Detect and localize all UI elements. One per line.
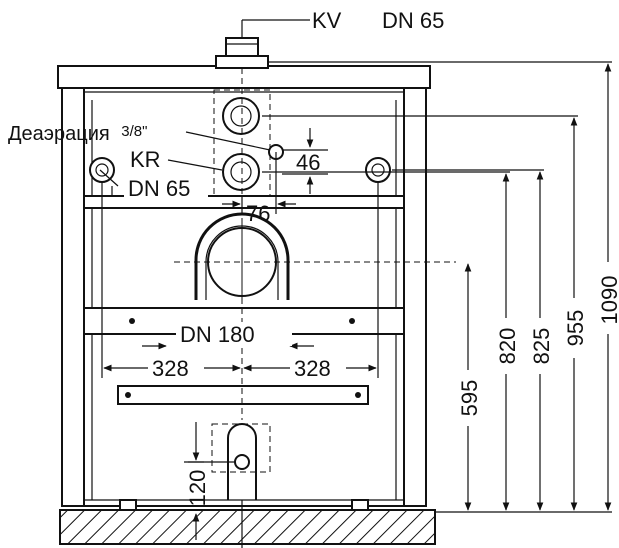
manifold bbox=[213, 89, 284, 197]
dim-76: 76 bbox=[222, 152, 296, 226]
deaeration-word: Деаэрация bbox=[8, 123, 110, 145]
bottom-drain bbox=[184, 423, 271, 548]
left-side-connector bbox=[89, 157, 115, 183]
kv-label: KV bbox=[312, 8, 342, 33]
kr-label: KR bbox=[130, 147, 161, 172]
dim-820: 820 bbox=[495, 173, 520, 511]
dim-955-text: 955 bbox=[563, 310, 588, 347]
dim-120-text: 120 bbox=[185, 470, 210, 507]
dim-46-text: 46 bbox=[296, 150, 320, 175]
dim-820-text: 820 bbox=[495, 328, 520, 365]
dim-1090-text: 1090 bbox=[597, 276, 619, 325]
dim-76-text: 76 bbox=[246, 201, 270, 226]
dim-328-right-text: 328 bbox=[294, 356, 331, 381]
dim-825: 825 bbox=[529, 171, 554, 511]
lower-crossbar bbox=[117, 385, 369, 405]
dn-left-label: DN 65 bbox=[128, 176, 190, 201]
dim-328-left-text: 328 bbox=[152, 356, 189, 381]
dn-top-label: DN 65 bbox=[382, 8, 444, 33]
dim-120: 120 bbox=[185, 422, 210, 540]
deaeration-label: Деаэрация 3/8" bbox=[8, 123, 147, 145]
floor-base bbox=[59, 509, 436, 545]
reference-lines bbox=[262, 61, 612, 513]
dim-328-right: 328 bbox=[243, 182, 379, 381]
deaeration-size: 3/8" bbox=[121, 123, 147, 140]
dim-46: 46 bbox=[282, 128, 328, 194]
dim-595-text: 595 bbox=[457, 380, 482, 417]
dim-328-left: 328 bbox=[101, 182, 241, 381]
leaders bbox=[99, 131, 271, 196]
dim-825-text: 825 bbox=[529, 328, 554, 365]
right-side-connector bbox=[365, 157, 391, 183]
dim-1090: 1090 bbox=[597, 63, 619, 511]
dim-955: 955 bbox=[563, 117, 588, 511]
dim-595: 595 bbox=[457, 263, 482, 511]
kv-connector bbox=[215, 19, 310, 69]
dn-flue-label: DN 180 bbox=[180, 322, 255, 347]
